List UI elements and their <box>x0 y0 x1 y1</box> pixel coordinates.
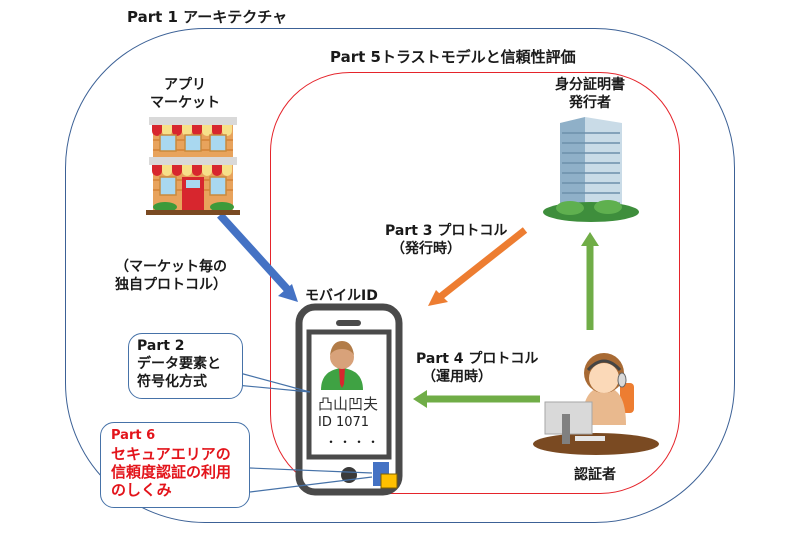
issuer-label: 身分証明書 発行者 <box>545 76 635 112</box>
part2-callout: Part 2 データ要素と 符号化方式 <box>128 333 243 399</box>
part6-callout-line3: 信頼度認証の利用 <box>111 463 232 481</box>
secure-card-chip <box>380 473 398 489</box>
phone-user-id: ID 1071 <box>318 415 370 430</box>
part3-arrow <box>428 227 528 306</box>
part4-protocol-label: Part 4 プロトコル （運用時） <box>416 350 538 386</box>
verifier-operator-icon <box>533 353 659 455</box>
market-protocol-line1: （マーケット毎の <box>115 259 227 275</box>
part2-callout-line2: データ要素と <box>137 356 221 372</box>
part6-callout-line4: のしくみ <box>111 481 172 499</box>
part4-arrow <box>413 390 540 408</box>
verifier-to-issuer-arrow <box>581 232 599 330</box>
part2-callout-title: Part 2 <box>137 338 185 354</box>
issuer-label-line1: 身分証明書 <box>555 77 625 93</box>
phone-more-fields: ・・・・ <box>325 435 382 449</box>
phone-user-name: 凸山凹夫 <box>318 395 379 413</box>
part6-callout-title: Part 6 <box>111 428 156 443</box>
trust-model-frame <box>270 72 680 494</box>
app-market-store-icon <box>146 117 240 215</box>
app-market-label-line1: アプリ <box>164 77 206 93</box>
part6-callout: Part 6 セキュアエリアの 信頼度認証の利用 のしくみ <box>100 422 250 508</box>
callout-leaders <box>235 371 373 493</box>
market-arrow <box>217 212 298 302</box>
part5-title: Part 5トラストモデルと信頼性評価 <box>330 48 576 66</box>
mobile-id-label: モバイルID <box>305 288 378 304</box>
market-protocol-line2: 独自プロトコル） <box>115 277 227 293</box>
part6-callout-line2: セキュアエリアの <box>111 445 231 463</box>
mobile-phone-icon <box>295 303 403 496</box>
part4-line2: （運用時） <box>422 369 492 385</box>
part1-title: Part 1 アーキテクチャ <box>127 8 288 26</box>
market-protocol-label: （マーケット毎の 独自プロトコル） <box>115 258 227 294</box>
part2-callout-line3: 符号化方式 <box>137 374 207 390</box>
architecture-frame <box>65 28 735 523</box>
part3-protocol-label: Part 3 プロトコル （発行時） <box>385 222 507 258</box>
app-market-label: アプリ マーケット <box>140 76 230 112</box>
app-market-label-line2: マーケット <box>150 95 220 111</box>
part3-line2: （発行時） <box>391 241 461 257</box>
issuer-building-icon <box>543 117 639 222</box>
part3-line1: Part 3 プロトコル <box>385 223 508 239</box>
issuer-label-line2: 発行者 <box>569 95 611 111</box>
verifier-label: 認証者 <box>574 467 616 483</box>
user-avatar-icon <box>321 341 363 390</box>
part4-line1: Part 4 プロトコル <box>416 351 539 367</box>
